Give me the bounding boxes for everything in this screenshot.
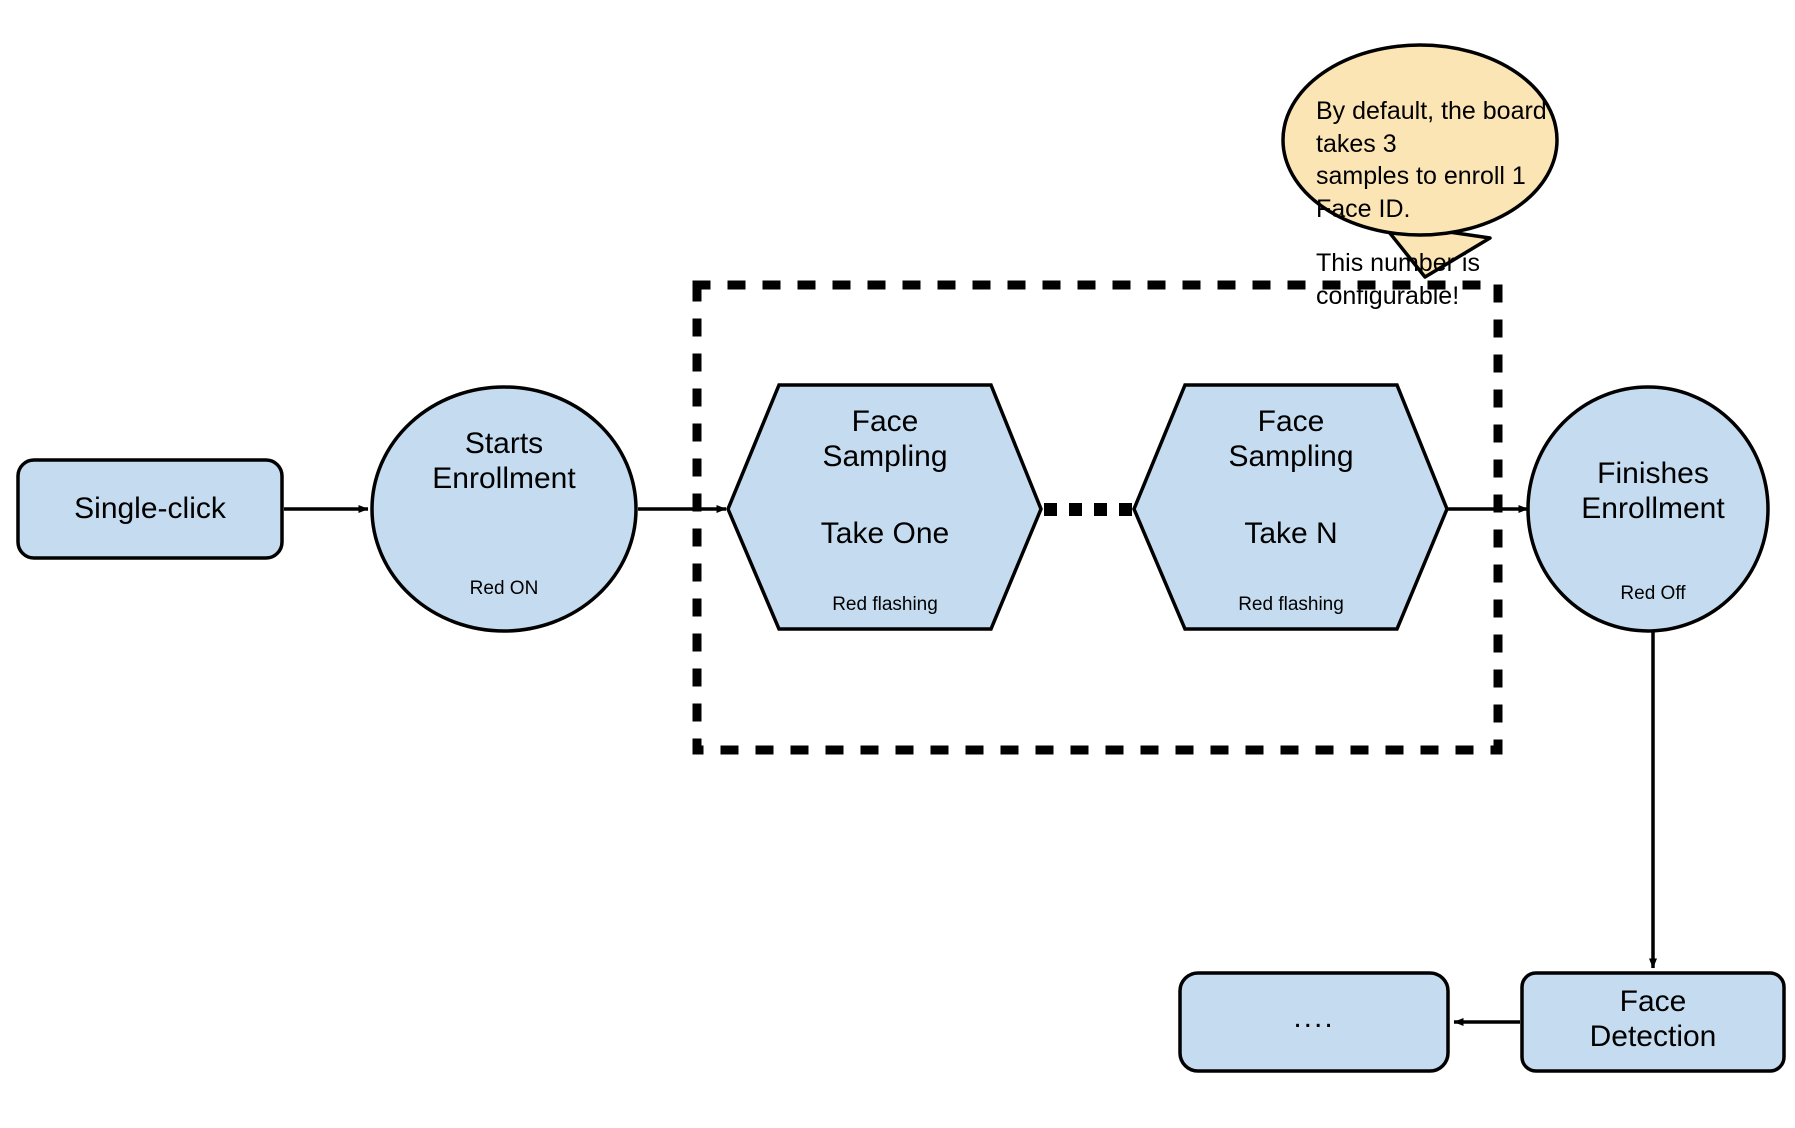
callout-text-block: By default, the board takes 3 samples to… (1316, 95, 1576, 312)
node-face-detection-shape[interactable] (1520, 971, 1786, 1073)
callout-line-3: This number is configurable! (1316, 249, 1480, 310)
node-finishes-enrollment-shape[interactable] (1526, 385, 1770, 633)
callout-line-2: samples to enroll 1 Face ID. (1316, 162, 1526, 223)
node-starts-enrollment-shape[interactable] (370, 385, 638, 633)
callout-spacer (1316, 225, 1576, 247)
callout-line-1: By default, the board takes 3 (1316, 97, 1547, 158)
callout-bubble (1281, 43, 1559, 237)
node-single-click-shape[interactable] (16, 458, 284, 560)
node-face-sampling-n-shape[interactable] (1132, 383, 1449, 631)
node-face-sampling-one-shape[interactable] (726, 383, 1043, 631)
node-more-shape[interactable] (1178, 971, 1450, 1073)
sampling-ellipsis-dots (1044, 503, 1132, 516)
